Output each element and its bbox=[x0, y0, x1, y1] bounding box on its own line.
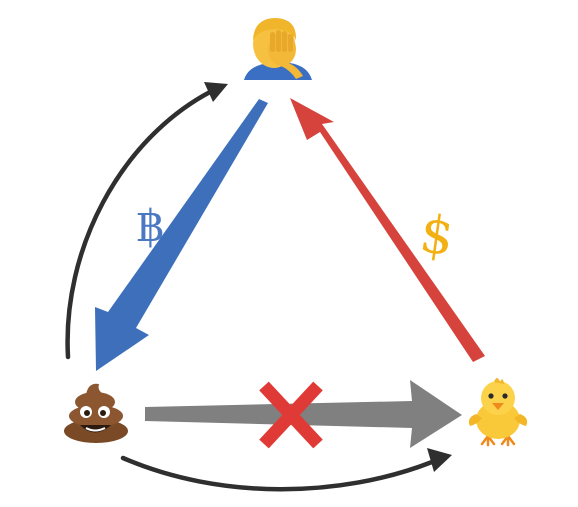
cross-icon bbox=[259, 381, 323, 449]
dollar-symbol: $ bbox=[416, 204, 457, 268]
chick-icon bbox=[468, 378, 528, 447]
curved-arrow-left bbox=[65, 82, 228, 360]
gray-arrow bbox=[145, 380, 462, 448]
blue-arrow bbox=[95, 99, 268, 371]
red-arrow bbox=[290, 98, 485, 362]
facepalm-person-icon bbox=[244, 18, 312, 80]
curved-arrow-bottom bbox=[120, 448, 452, 492]
bitcoin-symbol: ฿ bbox=[136, 201, 164, 252]
poop-icon bbox=[64, 383, 128, 443]
